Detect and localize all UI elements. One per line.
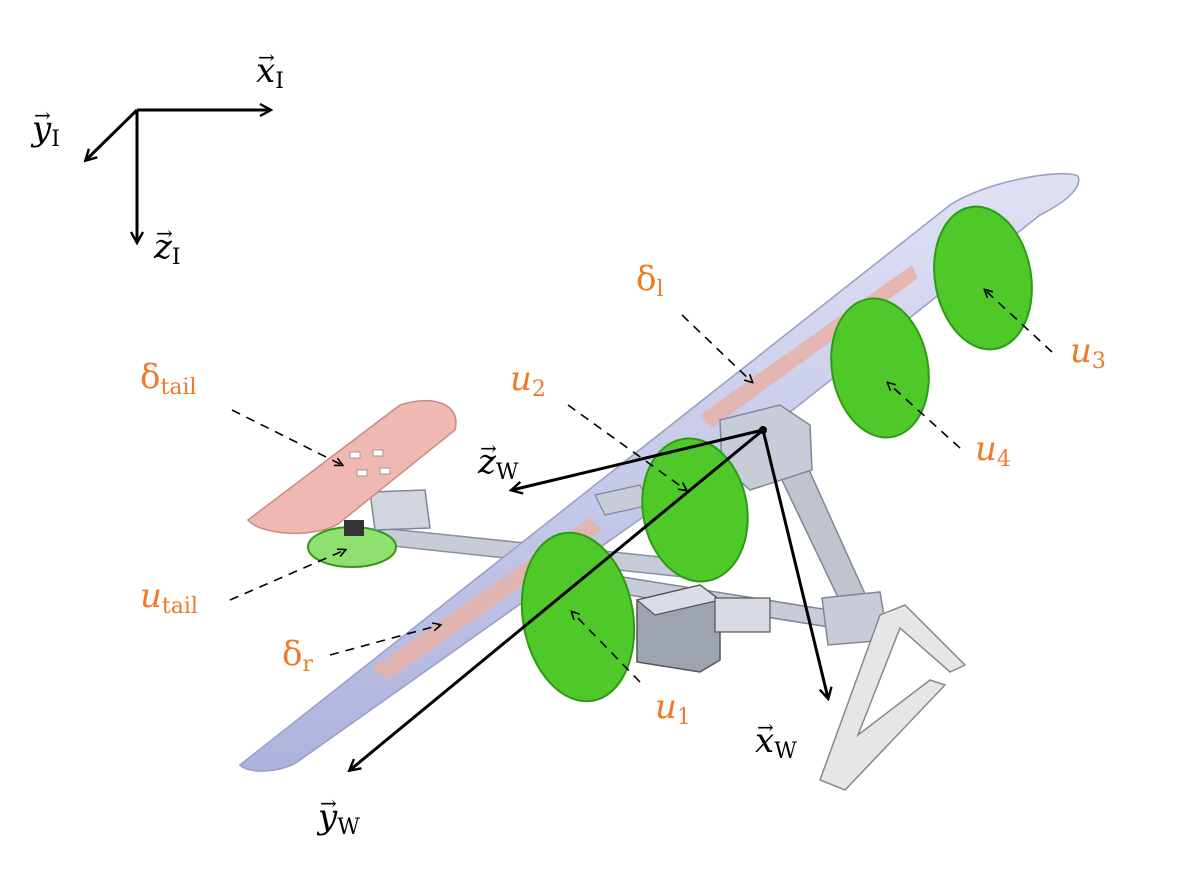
tail-mount: [369, 489, 431, 531]
pointer-u2: [567, 404, 686, 490]
arrow-accent-z-inertial: →: [156, 221, 173, 245]
tail-slot: [379, 467, 391, 475]
label-u-tail: utail: [140, 576, 198, 619]
wing-frame: [350, 426, 828, 770]
inertial-frame: [86, 110, 270, 242]
stand-frame: [819, 604, 967, 791]
label-delta-r: δr: [282, 634, 313, 677]
propeller-u3: [933, 205, 1033, 351]
horizontal-tail: [246, 399, 457, 535]
electronics-module: [714, 597, 771, 633]
ground-stand: [819, 604, 967, 791]
wing-labels: zW → yW → xW →: [316, 436, 797, 840]
arrow-accent-y-wing: →: [320, 791, 337, 815]
label-y-wing: yW: [316, 797, 360, 840]
propeller-u2: [641, 437, 749, 583]
label-x-inertial: xI: [256, 51, 284, 94]
label-y-inertial: yI: [30, 109, 60, 152]
tail-slot: [372, 449, 384, 457]
label-u3: u3: [1070, 331, 1106, 374]
tail-slot: [356, 469, 368, 477]
label-x-wing: xW: [755, 721, 797, 764]
control-labels: δl δtail u2 u3 u4 utail δr u1: [140, 259, 1106, 730]
wing-x-axis: [761, 429, 828, 698]
arrow-accent-x-wing: →: [757, 715, 774, 739]
label-u4: u4: [975, 429, 1011, 472]
label-z-wing: zW: [477, 442, 519, 485]
propeller-u4: [830, 297, 930, 439]
pointer-delta-l: [681, 314, 752, 382]
label-delta-tail: δtail: [140, 357, 197, 400]
label-z-inertial: zI: [153, 227, 181, 270]
pointer-u4: [888, 383, 961, 449]
label-delta-l: δl: [636, 259, 664, 302]
inertial-y-axis: [86, 108, 139, 160]
tail-motor: [344, 520, 364, 536]
wing-z-axis: [512, 428, 764, 490]
pointer-delta-r: [329, 625, 440, 656]
label-u1: u1: [655, 687, 691, 730]
central-frame: [609, 449, 889, 673]
arrow-accent-x-inertial: →: [258, 45, 275, 69]
tail-slot: [349, 451, 361, 459]
pointer-u-tail: [229, 550, 345, 601]
inertial-labels: xI → yI → zI →: [30, 45, 284, 270]
arrow-accent-z-wing: →: [480, 436, 497, 460]
label-u2: u2: [510, 359, 546, 402]
pointer-delta-tail: [231, 409, 342, 465]
arrow-accent-y-inertial: →: [34, 103, 51, 127]
wing-frame-origin: [759, 426, 767, 434]
pointer-u1: [572, 612, 641, 683]
wing-y-axis: [350, 428, 764, 770]
pointer-lines: [229, 290, 1053, 683]
